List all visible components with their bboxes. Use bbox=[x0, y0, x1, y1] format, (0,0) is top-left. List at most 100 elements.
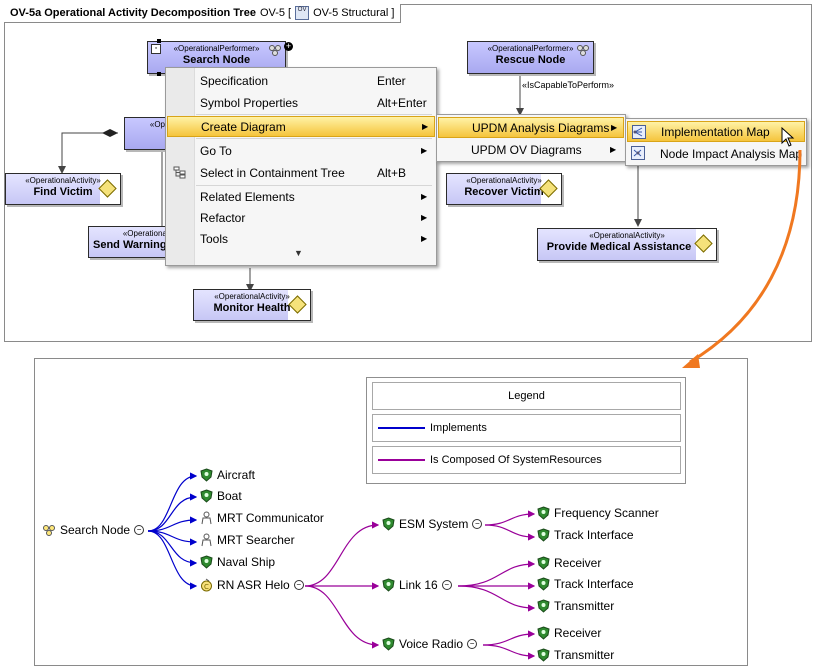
menu-shortcut: Alt+Enter bbox=[377, 95, 427, 110]
find-victim-shape[interactable]: «OperationalActivity» Find Victim bbox=[5, 173, 121, 205]
node-stereotype: «OperationalActivity» bbox=[589, 231, 665, 240]
menu-shortcut: Alt+B bbox=[377, 165, 407, 180]
menu-item-implementation-map[interactable]: Implementation Map bbox=[627, 121, 805, 142]
tree-node-transmitter[interactable]: Transmitter bbox=[537, 648, 614, 662]
menu-item-specification[interactable]: Specification Enter bbox=[167, 70, 435, 91]
collapse-icon[interactable]: − bbox=[472, 519, 483, 529]
node-stereotype: «OperationalActivity» bbox=[214, 292, 290, 301]
tree-node-label: Receiver bbox=[554, 556, 602, 570]
system-shield-icon bbox=[537, 556, 550, 570]
system-shield-icon bbox=[537, 626, 550, 640]
system-shield-icon bbox=[382, 578, 395, 592]
tree-node-mrt-searcher[interactable]: MRT Searcher bbox=[200, 533, 295, 547]
menu-item-updm-analysis-diagrams[interactable]: UPDM Analysis Diagrams ▶ bbox=[438, 117, 624, 138]
menu-item-go-to[interactable]: Go To ▶ bbox=[167, 140, 435, 161]
tree-node-boat[interactable]: Boat bbox=[200, 489, 242, 503]
submenu-arrow-icon: ▶ bbox=[421, 234, 428, 243]
node-stereotype: «OperationalPerformer» bbox=[173, 44, 260, 53]
menu-item-label: Node Impact Analysis Map bbox=[660, 146, 803, 161]
menu-shortcut: Enter bbox=[377, 73, 406, 88]
tree-node-aircraft[interactable]: Aircraft bbox=[200, 468, 255, 482]
tree-node-rn-asr-helo[interactable]: C RN ASR Helo − bbox=[200, 578, 304, 592]
submenu-arrow-icon: ▶ bbox=[610, 145, 617, 154]
diagram-type-label: OV-5 [ bbox=[259, 7, 292, 19]
menu-item-label: Implementation Map bbox=[661, 124, 770, 139]
menu-item-label: Related Elements bbox=[200, 189, 295, 204]
tree-node-label: Transmitter bbox=[554, 648, 615, 662]
menu-item-label: Select in Containment Tree bbox=[200, 165, 345, 180]
tree-node-transmitter[interactable]: Transmitter bbox=[537, 599, 614, 613]
menu-item-symbol-properties[interactable]: Symbol Properties Alt+Enter bbox=[167, 92, 435, 113]
node-stereotype: «OperationalPerformer» bbox=[487, 44, 574, 53]
menu-item-select-in-containment-tree[interactable]: Select in Containment Tree Alt+B bbox=[167, 162, 435, 183]
performer-icon bbox=[43, 524, 55, 536]
collapse-icon[interactable]: − bbox=[134, 525, 145, 535]
collapse-icon[interactable]: − bbox=[441, 580, 452, 590]
tree-node-label: Link 16 bbox=[399, 578, 438, 592]
tree-node-track-interface[interactable]: Track Interface bbox=[537, 577, 634, 591]
tree-node-naval-ship[interactable]: Naval Ship bbox=[200, 555, 275, 569]
selection-handle[interactable] bbox=[157, 39, 161, 43]
menu-item-tools[interactable]: Tools ▶ bbox=[167, 228, 435, 249]
node-name: Provide Medical Assistance bbox=[546, 241, 692, 253]
menu-item-label: UPDM OV Diagrams bbox=[471, 142, 582, 157]
tree-node-label: Track Interface bbox=[554, 577, 634, 591]
tree-node-label: Naval Ship bbox=[217, 555, 276, 569]
tree-node-esm-system[interactable]: ESM System − bbox=[382, 517, 483, 531]
system-shield-icon bbox=[537, 506, 550, 520]
tree-node-track-interface[interactable]: Track Interface bbox=[537, 528, 634, 542]
tree-node-label: Transmitter bbox=[554, 599, 615, 613]
collapse-icon[interactable]: − bbox=[293, 580, 304, 590]
recover-victim-shape[interactable]: «OperationalActivity» Recover Victim bbox=[446, 173, 562, 205]
performer-icon bbox=[269, 45, 281, 56]
legend-implements-label: Implements bbox=[430, 422, 487, 434]
shape-options-icon[interactable]: ▫ bbox=[151, 44, 161, 54]
selection-handle[interactable] bbox=[157, 72, 161, 76]
analysis-diagrams-submenu: Implementation Map Node Impact Analysis … bbox=[625, 118, 807, 166]
context-menu: Specification Enter Symbol Properties Al… bbox=[165, 67, 437, 266]
scroll-down-icon[interactable]: ▼ bbox=[294, 248, 303, 258]
tree-node-label: RN ASR Helo bbox=[217, 578, 290, 592]
tree-node-root[interactable]: Search Node − bbox=[42, 523, 145, 537]
tree-node-voice-radio[interactable]: Voice Radio − bbox=[382, 637, 478, 651]
add-relation-icon[interactable]: + bbox=[284, 41, 293, 51]
tree-node-frequency-scanner[interactable]: Frequency Scanner bbox=[537, 506, 659, 520]
containment-tree-icon bbox=[173, 166, 186, 179]
tree-node-label: Aircraft bbox=[217, 468, 256, 482]
collapse-icon[interactable]: − bbox=[467, 639, 478, 649]
svg-text:C: C bbox=[204, 583, 209, 591]
composed-line-swatch bbox=[378, 459, 425, 461]
tree-node-mrt-communicator[interactable]: MRT Communicator bbox=[200, 511, 324, 525]
tree-node-label: Boat bbox=[217, 489, 242, 503]
tree-node-receiver[interactable]: Receiver bbox=[537, 626, 601, 640]
system-shield-icon bbox=[200, 489, 213, 503]
menu-item-label: Tools bbox=[200, 231, 229, 246]
implements-line-swatch bbox=[378, 427, 425, 429]
tree-node-label: Receiver bbox=[554, 626, 602, 640]
diagram-type-icon: OV bbox=[295, 6, 310, 20]
node-name: Recover Victim bbox=[464, 186, 544, 198]
mouse-pointer-icon bbox=[781, 127, 795, 147]
node-stereotype: «Op bbox=[149, 120, 165, 129]
menu-item-refactor[interactable]: Refactor ▶ bbox=[167, 207, 435, 228]
menu-item-create-diagram[interactable]: Create Diagram ▶ bbox=[167, 116, 435, 137]
menu-item-node-impact-analysis-map[interactable]: Node Impact Analysis Map bbox=[627, 143, 805, 164]
submenu-arrow-icon: ▶ bbox=[611, 123, 618, 132]
legend-title: Legend bbox=[372, 382, 681, 410]
provide-medical-shape[interactable]: «OperationalActivity» Provide Medical As… bbox=[537, 228, 717, 261]
node-name: Find Victim bbox=[33, 186, 93, 198]
tree-node-label: Track Interface bbox=[554, 528, 634, 542]
monitor-health-shape[interactable]: «OperationalActivity» Monitor Health bbox=[193, 289, 311, 321]
menu-item-related-elements[interactable]: Related Elements ▶ bbox=[167, 186, 435, 207]
menu-item-updm-ov-diagrams[interactable]: UPDM OV Diagrams ▶ bbox=[438, 139, 624, 160]
tree-node-link-16[interactable]: Link 16 − bbox=[382, 578, 452, 592]
rescue-node-shape[interactable]: «OperationalPerformer» Rescue Node bbox=[467, 41, 594, 74]
performer-shape-partial[interactable]: «Op bbox=[124, 117, 168, 150]
diagram-title: OV-5a Operational Activity Decomposition… bbox=[10, 7, 256, 19]
diagram-connectors bbox=[58, 72, 642, 292]
tree-node-receiver[interactable]: Receiver bbox=[537, 556, 601, 570]
menu-item-label: Refactor bbox=[200, 210, 246, 225]
tree-node-label: MRT Searcher bbox=[217, 533, 295, 547]
system-shield-icon bbox=[537, 648, 550, 662]
